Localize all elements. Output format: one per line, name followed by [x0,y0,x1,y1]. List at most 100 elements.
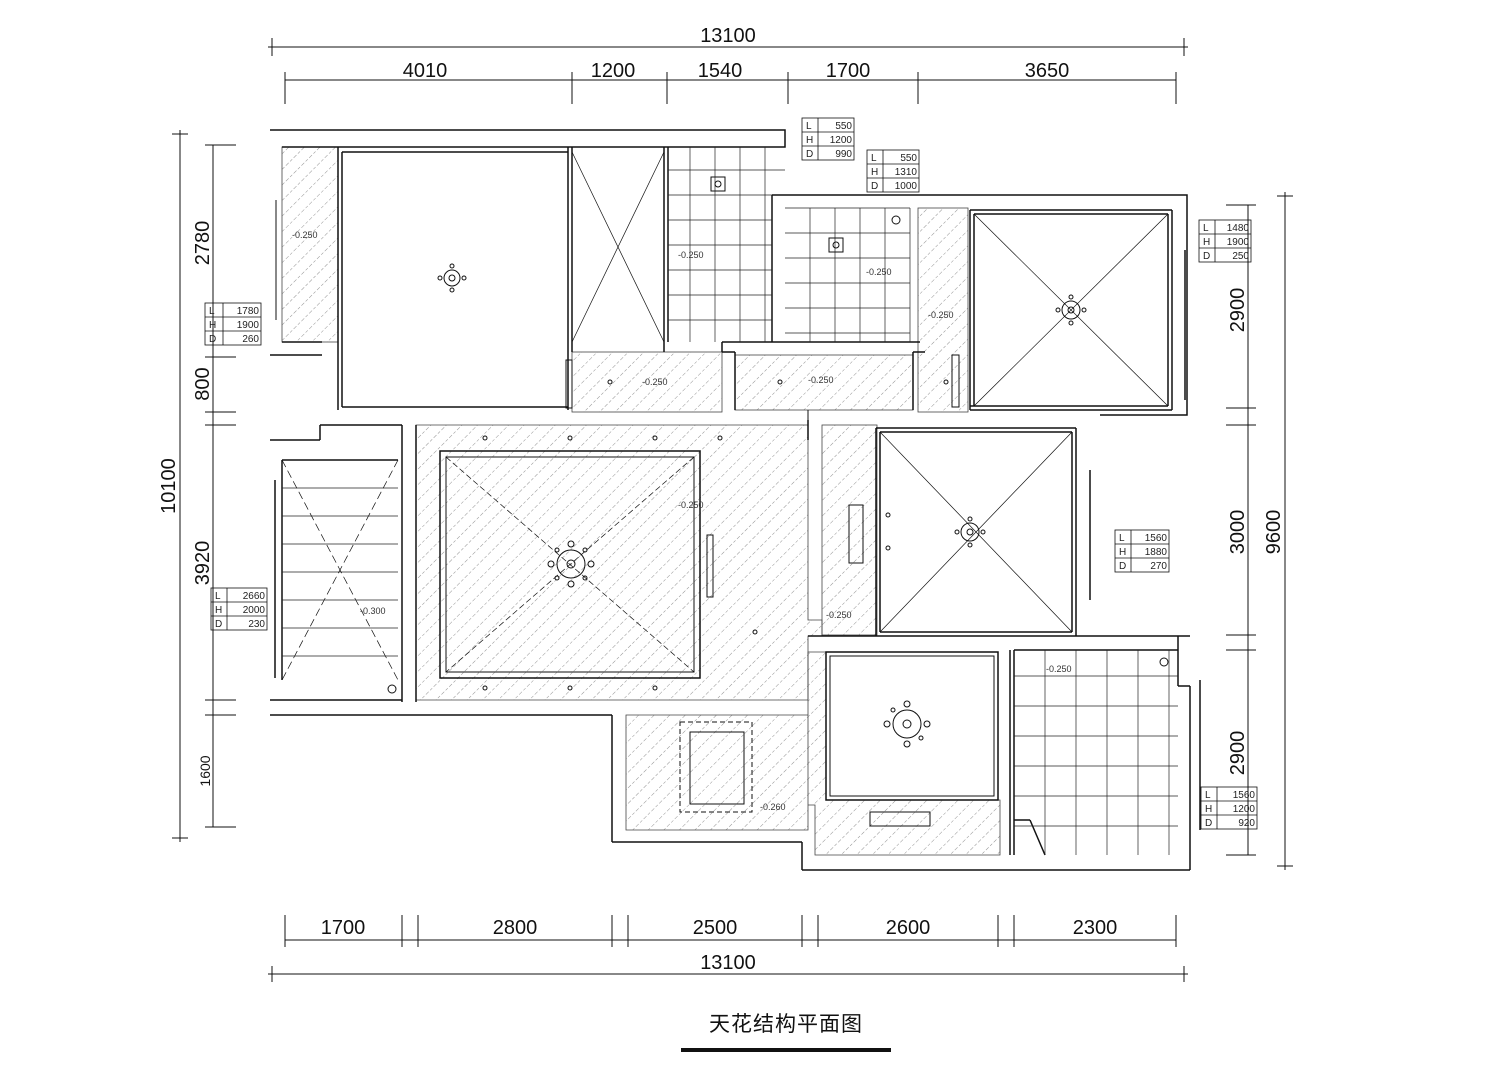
right-dimension-chain [1226,192,1293,870]
panel-lower-room-inner [829,655,995,797]
svg-text:1310: 1310 [895,167,918,178]
svg-text:2660: 2660 [243,591,266,602]
svg-text:1480: 1480 [1227,223,1250,234]
top-dim-1: 4010 [403,60,448,82]
svg-text:1900: 1900 [1227,237,1250,248]
curtain-boxes [275,200,960,827]
level-tag: -0.250 [678,250,704,260]
svg-text:1200: 1200 [1233,804,1256,815]
svg-text:1780: 1780 [237,306,260,317]
level-tag: -0.250 [866,267,892,277]
bottom-dimension-chain [268,915,1188,982]
top-total-dim: 13100 [700,25,756,47]
level-tag: -0.250 [808,375,834,385]
svg-text:260: 260 [242,334,259,345]
svg-text:H: H [871,167,878,178]
panel-living [439,450,701,679]
svg-text:1000: 1000 [895,181,918,192]
level-tag: -0.250 [928,310,954,320]
svg-text:H: H [806,135,813,146]
light-fixtures [387,176,1169,748]
bottom-dim-5: 2300 [1073,917,1118,939]
svg-text:1900: 1900 [237,320,260,331]
level-tags: -0.250 -0.250 -0.250 -0.250 -0.250 -0.25… [292,230,1072,812]
left-dim-3: 3920 [192,541,214,586]
left-room-slats [282,487,398,657]
svg-text:1560: 1560 [1145,533,1168,544]
hatch-living-area [415,424,823,701]
top-dim-3: 1540 [698,60,743,82]
chandelier-icon [954,516,986,548]
hatch-corridor-a [571,351,723,413]
svg-text:H: H [1119,547,1126,558]
level-tag: -0.250 [642,377,668,387]
left-dim-4: 1600 [197,755,213,786]
svg-text:270: 270 [1150,561,1167,572]
left-total-dim: 10100 [158,458,180,514]
svg-text:H: H [209,320,216,331]
level-tag: -0.250 [678,500,704,510]
top-dim-2: 1200 [591,60,636,82]
spec-table: L H D 550 1310 1000 [866,149,920,193]
svg-text:H: H [1205,804,1212,815]
chandelier-icon [1055,294,1087,326]
svg-text:1560: 1560 [1233,790,1256,801]
tile-grid-bathroom-a [668,147,785,342]
svg-text:D: D [806,149,813,160]
wall-outlines [270,129,1201,871]
svg-text:D: D [1119,561,1126,572]
bottom-dim-4: 2600 [886,917,931,939]
svg-text:L: L [1119,533,1125,544]
panel-small-box-inner [689,731,745,805]
chandelier-icon [437,263,467,293]
svg-text:H: H [215,605,222,616]
left-dimension-chain [172,130,236,842]
panel-lower-room [825,651,999,801]
drawing-title: 天花结构平面图 [709,1012,863,1036]
level-tag: -0.250 [292,230,318,240]
chandelier-icon [547,540,595,588]
svg-text:550: 550 [835,121,852,132]
spec-table: L H D 1560 1200 920 [1200,786,1258,830]
spec-table: L H D 1480 1900 250 [1198,219,1252,263]
svg-text:L: L [215,591,221,602]
right-total-dim: 9600 [1263,510,1285,555]
svg-text:D: D [871,181,878,192]
top-dim-4: 1700 [826,60,871,82]
level-tag: -0.260 [760,802,786,812]
hatch-corridor-b [734,354,914,411]
top-dim-5: 3650 [1025,60,1070,82]
svg-text:D: D [1203,251,1210,262]
svg-text:230: 230 [248,619,265,630]
svg-text:L: L [806,121,812,132]
svg-text:L: L [871,153,877,164]
spec-table: L H D 2660 2000 230 [210,587,268,631]
exhaust-fan-icon [387,176,1169,694]
title-underline [681,1048,891,1052]
panel-small-box [679,721,753,813]
svg-text:D: D [209,334,216,345]
svg-text:D: D [215,619,222,630]
svg-text:1880: 1880 [1145,547,1168,558]
svg-text:L: L [1205,790,1211,801]
svg-text:2000: 2000 [243,605,266,616]
tile-grid-bathroom-b [785,207,911,342]
level-tag: -0.250 [826,610,852,620]
level-tag: -0.300 [360,606,386,616]
svg-text:L: L [209,306,215,317]
bottom-dim-2: 2800 [493,917,538,939]
spec-table: L H D 1780 1900 260 [204,302,262,346]
panel-living-inner [445,456,695,673]
spec-table: L H D 550 1200 990 [801,117,855,161]
svg-text:990: 990 [835,149,852,160]
chandelier-icon [883,700,931,748]
left-dim-2: 800 [192,367,214,400]
left-dim-1: 2780 [192,221,214,266]
svg-text:L: L [1203,223,1209,234]
bottom-dim-1: 1700 [321,917,366,939]
svg-text:250: 250 [1232,251,1249,262]
top-dimension-chain [268,38,1188,104]
hatch-left-top [281,146,339,343]
svg-text:1200: 1200 [830,135,853,146]
